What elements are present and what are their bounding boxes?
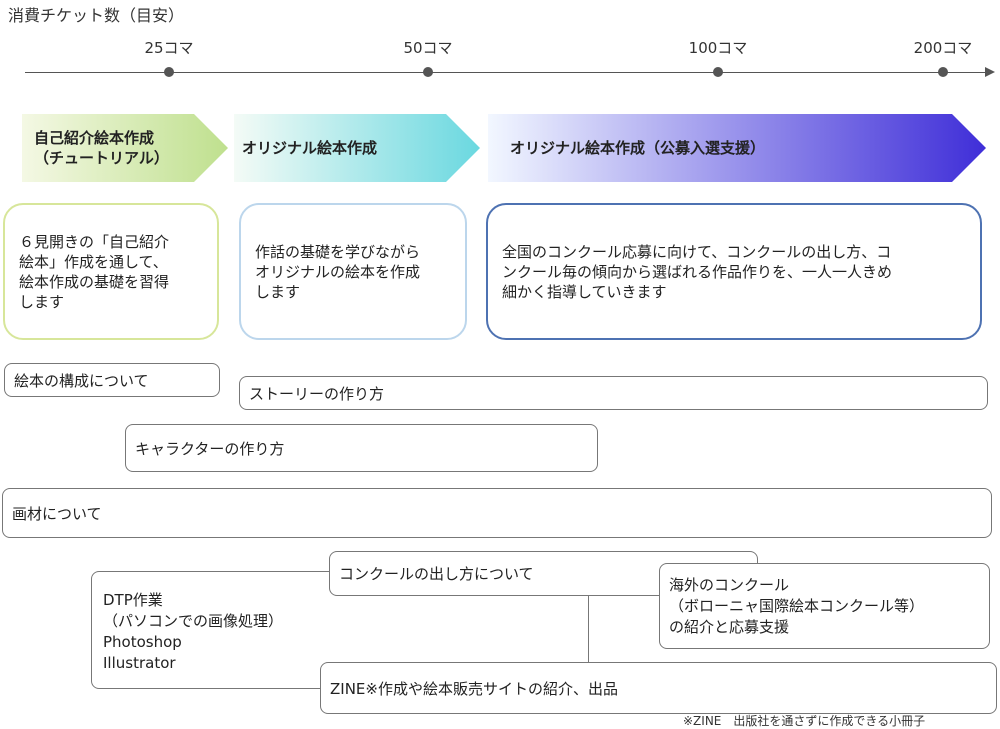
desc-box-original: 作話の基礎を学びながら オリジナルの絵本を作成 します xyxy=(239,203,467,340)
topic-story-label: ストーリーの作り方 xyxy=(249,384,385,403)
topic-zine: ZINE※作成や絵本販売サイトの紹介、出品 xyxy=(320,662,997,714)
phase-arrow-contest: オリジナル絵本作成（公募入選支援） xyxy=(488,114,986,182)
timeline-axis xyxy=(25,72,987,73)
topic-composition-label: 絵本の構成について xyxy=(14,371,149,390)
topic-character-label: キャラクターの作り方 xyxy=(135,439,285,458)
phase-label-original: オリジナル絵本作成 xyxy=(242,139,378,157)
tick-dot-100 xyxy=(713,67,723,77)
topic-overseas-label: 海外のコンクール （ボローニャ国際絵本コンクール等） の紹介と応募支援 xyxy=(669,575,925,636)
timeline-arrow-icon xyxy=(985,67,995,77)
topic-character: キャラクターの作り方 xyxy=(125,424,598,472)
topic-materials: 画材について xyxy=(2,488,992,538)
tick-dot-50 xyxy=(423,67,433,77)
phase-label-tutorial: 自己紹介絵本作成 （チュートリアル） xyxy=(34,129,169,167)
tick-label-200: 200コマ xyxy=(913,39,973,57)
desc-text-original: 作話の基礎を学びながら オリジナルの絵本を作成 します xyxy=(255,242,421,301)
desc-text-tutorial: ６見開きの「自己紹介 絵本」作成を通して、 絵本作成の基礎を習得 します xyxy=(19,232,170,311)
tick-dot-200 xyxy=(938,67,948,77)
desc-text-contest: 全国のコンクール応募に向けて、コンクールの出し方、コ ンクール毎の傾向から選ばれ… xyxy=(502,242,893,301)
topic-story: ストーリーの作り方 xyxy=(239,376,988,410)
topic-materials-label: 画材について xyxy=(12,504,102,523)
tick-label-50: 50コマ xyxy=(403,39,453,57)
phase-arrow-original: オリジナル絵本作成 xyxy=(234,114,480,182)
topic-composition: 絵本の構成について xyxy=(4,363,220,397)
topic-overseas: 海外のコンクール （ボローニャ国際絵本コンクール等） の紹介と応募支援 xyxy=(659,563,990,649)
topic-zine-label: ZINE※作成や絵本販売サイトの紹介、出品 xyxy=(330,679,618,698)
desc-box-tutorial: ６見開きの「自己紹介 絵本」作成を通して、 絵本作成の基礎を習得 します xyxy=(3,203,219,340)
desc-box-contest: 全国のコンクール応募に向けて、コンクールの出し方、コ ンクール毎の傾向から選ばれ… xyxy=(486,203,982,340)
phase-label-contest: オリジナル絵本作成（公募入選支援） xyxy=(510,139,766,157)
tick-label-25: 25コマ xyxy=(144,39,194,57)
topic-contest-label: コンクールの出し方について xyxy=(339,565,534,583)
tick-label-100: 100コマ xyxy=(688,39,748,57)
tick-dot-25 xyxy=(164,67,174,77)
phase-arrow-tutorial: 自己紹介絵本作成 （チュートリアル） xyxy=(22,114,228,182)
topic-dtp-label: DTP作業 （パソコンでの画像処理） Photoshop Illustrator xyxy=(103,591,284,672)
chart-title: 消費チケット数（目安） xyxy=(8,6,185,25)
footnote: ※ZINE 出版社を通さずに作成できる小冊子 xyxy=(683,714,926,728)
